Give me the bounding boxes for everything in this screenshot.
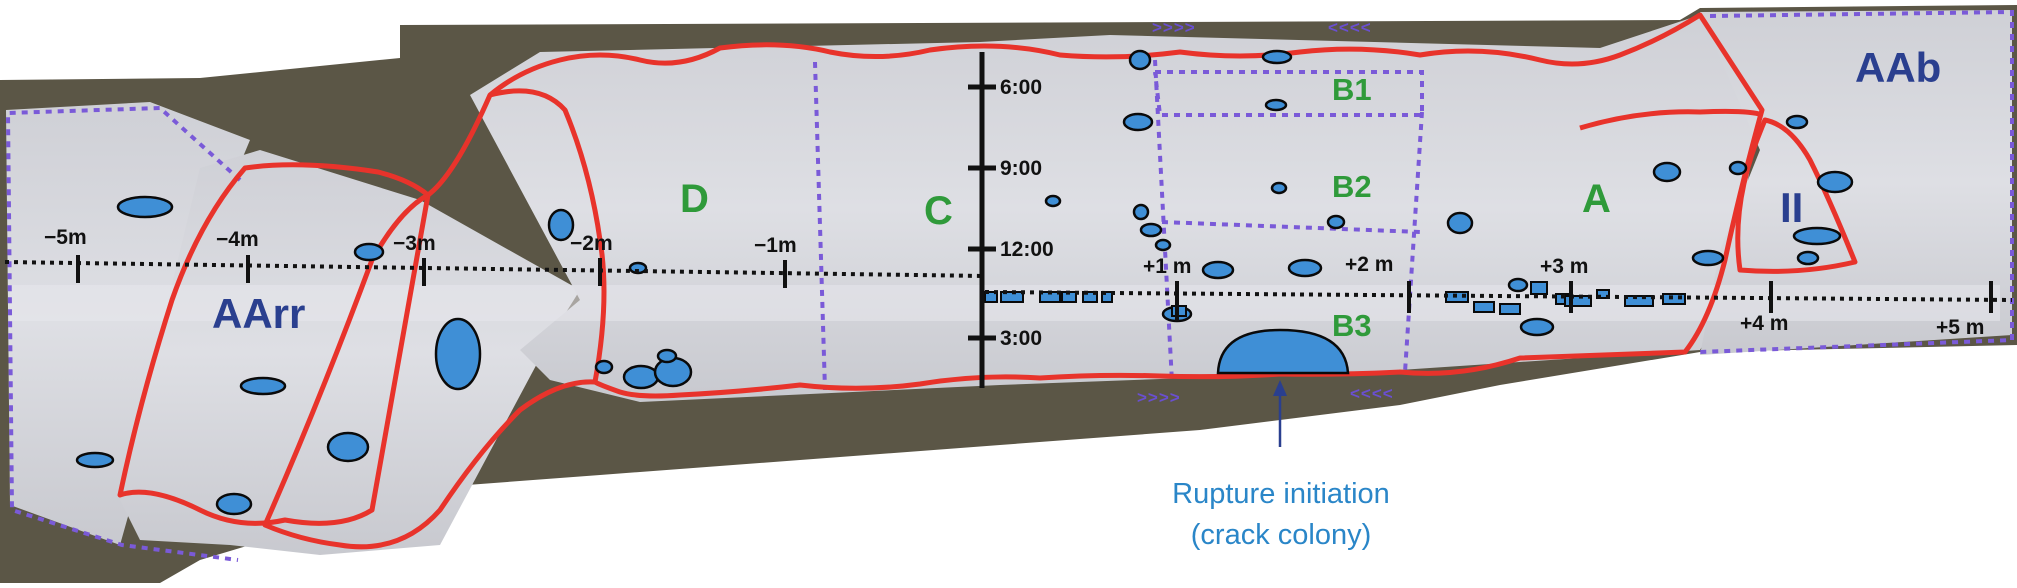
distance-label: −3m <box>393 232 436 255</box>
segment-label-b2: B2 <box>1332 169 1372 204</box>
distance-label: −4m <box>216 228 259 251</box>
defect <box>1596 289 1610 299</box>
axis-line-right <box>984 290 2013 302</box>
defect <box>1082 291 1098 303</box>
film-center <box>470 15 1760 402</box>
defect <box>1154 238 1172 252</box>
defect <box>1530 281 1548 295</box>
annotation-arrow-head <box>1273 380 1287 396</box>
defect <box>1264 98 1288 112</box>
defect <box>1044 194 1062 208</box>
flow-arrows-bottom-right: <<<< <box>1350 384 1394 403</box>
flow-arrows-bottom-left: >>>> <box>1137 388 1181 407</box>
defect <box>984 291 998 303</box>
clock-labels: 6:00 9:00 12:00 3:00 <box>1000 76 1054 350</box>
distance-label: −2m <box>570 232 613 255</box>
clock-label: 12:00 <box>1000 238 1054 261</box>
film-left-mid <box>120 150 580 555</box>
flow-arrows-top-left: >>>> <box>1152 18 1196 37</box>
defect <box>1785 114 1809 130</box>
defect <box>1261 49 1293 65</box>
segment-label-aab: AAb <box>1855 44 1941 91</box>
outline-aarr <box>117 162 431 526</box>
annotation-line-1: Rupture initiation <box>1172 478 1390 510</box>
defect <box>547 208 575 242</box>
segment-label-a: A <box>1582 177 1611 221</box>
flow-direction-markers: >>>> <<<< >>>> <<<< <box>1137 18 1394 407</box>
segment-label-ii: II <box>1780 184 1803 231</box>
outline-ii <box>1735 117 1858 274</box>
segment-label-aarr: AArr <box>212 290 305 337</box>
dashed-outline-left <box>5 105 242 562</box>
defect <box>1564 295 1592 307</box>
distance-label: −1m <box>754 234 797 257</box>
distance-label: +3 m <box>1540 255 1588 278</box>
segment-label-b3: B3 <box>1332 308 1372 343</box>
film-left <box>6 102 250 545</box>
defect <box>1507 277 1529 293</box>
defect <box>75 451 115 469</box>
defect <box>1446 211 1474 235</box>
defect <box>434 317 482 391</box>
distance-axis <box>4 255 2013 321</box>
defect <box>1000 291 1024 303</box>
defect <box>239 376 287 396</box>
flow-arrows-top-right: <<<< <box>1328 18 1372 37</box>
defect <box>1139 222 1163 238</box>
rupture-annotation: Rupture initiation (crack colony) <box>1172 380 1390 551</box>
defect <box>622 364 660 390</box>
distance-label: +5 m <box>1936 316 1984 339</box>
rupture-initiation-defect <box>1216 328 1350 375</box>
segment-labels: AArr D C B1 B2 B3 A II AAb <box>212 44 1941 343</box>
defect <box>1270 181 1288 195</box>
defect <box>1499 303 1521 315</box>
clock-label: 3:00 <box>1000 327 1042 350</box>
defect <box>1728 160 1748 176</box>
defect <box>1132 203 1150 221</box>
defect <box>1652 161 1682 183</box>
distance-label: +1 m <box>1143 255 1191 278</box>
defect <box>1287 258 1323 278</box>
defect <box>1101 291 1113 303</box>
defect <box>1792 226 1842 246</box>
defect <box>594 359 614 375</box>
annotation-line-2: (crack colony) <box>1191 519 1372 551</box>
segment-label-b1: B1 <box>1332 72 1372 107</box>
distance-label: +2 m <box>1345 253 1393 276</box>
distance-labels: −5m −4m −3m −2m −1m +1 m +2 m +3 m +4 m … <box>44 226 1984 339</box>
defect <box>215 492 253 516</box>
distance-label: −5m <box>44 226 87 249</box>
clock-label: 6:00 <box>1000 76 1042 99</box>
defect <box>1816 170 1854 194</box>
outline-center-main <box>488 12 1765 399</box>
distance-label: +4 m <box>1740 312 1788 335</box>
defect <box>326 431 370 463</box>
axis-line-left <box>4 260 986 278</box>
defect <box>1691 249 1725 267</box>
defect <box>1122 112 1154 132</box>
defect <box>1473 301 1495 313</box>
defect <box>656 348 678 364</box>
defect <box>353 242 385 262</box>
defect <box>1128 49 1152 71</box>
segment-label-d: D <box>680 177 709 221</box>
segment-label-c: C <box>924 189 953 233</box>
defect <box>1201 260 1235 280</box>
defect-patches <box>75 49 1854 516</box>
defect <box>1519 317 1555 337</box>
defect <box>1796 250 1820 266</box>
defect <box>1326 214 1346 230</box>
segment-outlines <box>117 12 1858 550</box>
dashed-section-outlines <box>5 9 2014 562</box>
defect <box>1624 295 1654 307</box>
film-right <box>1700 10 2012 355</box>
clock-axis <box>968 52 996 388</box>
defect <box>653 356 693 388</box>
outline-nose <box>1579 108 1763 131</box>
dashed-boundary-b-a <box>1403 111 1424 373</box>
clock-label: 9:00 <box>1000 157 1042 180</box>
outline-left-mid <box>262 88 607 550</box>
defect <box>116 195 174 219</box>
